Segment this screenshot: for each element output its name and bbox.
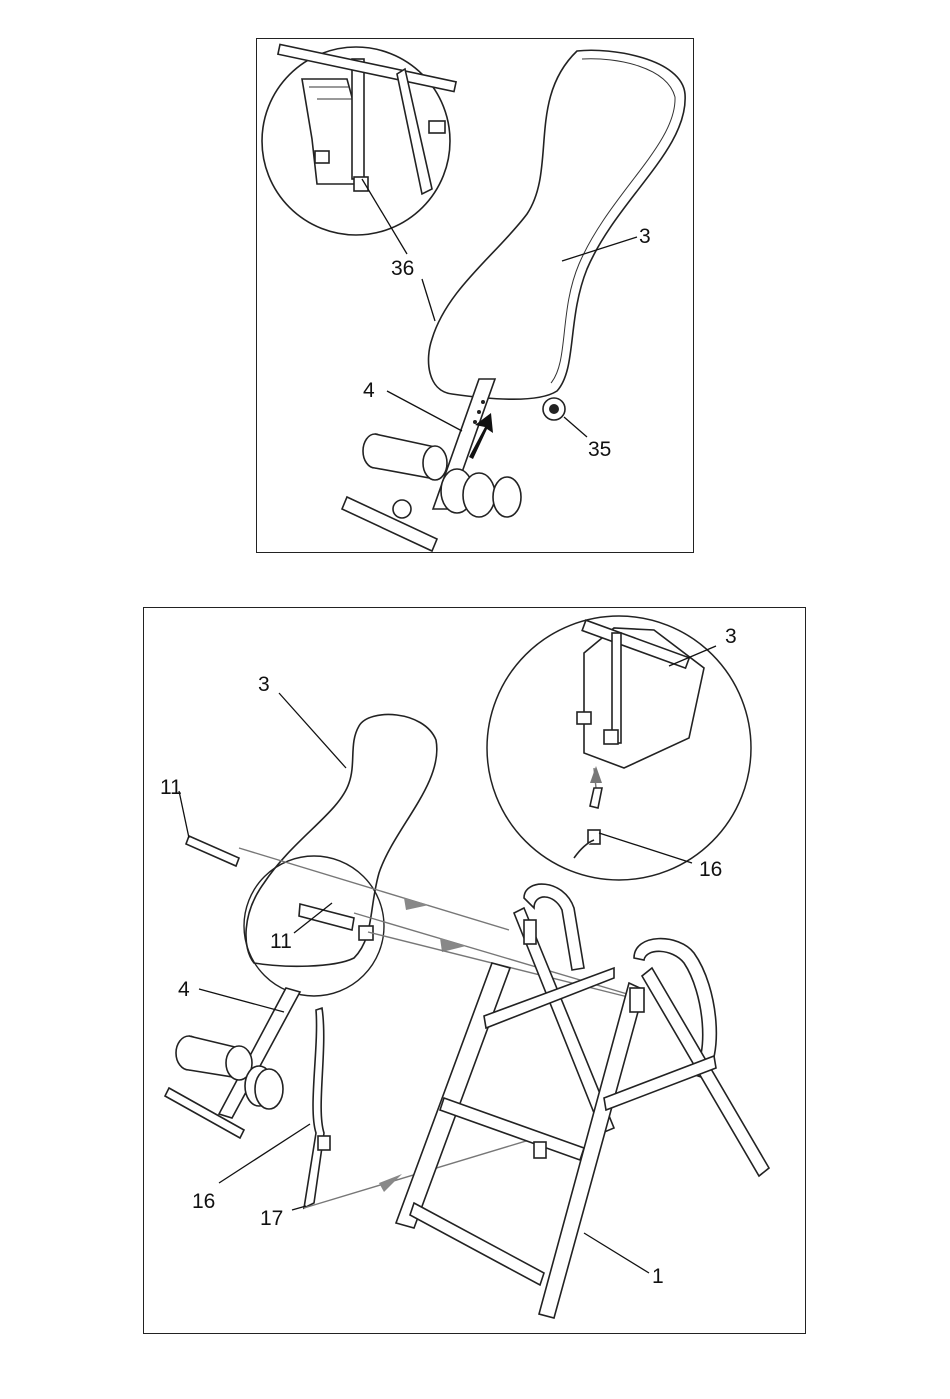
foot-rollers <box>342 434 521 551</box>
top-diagram-drawing: 3 4 36 35 <box>257 39 695 554</box>
callout-3-detail: 3 <box>725 625 737 648</box>
strap-16 <box>304 1008 324 1208</box>
callout-4: 4 <box>178 978 190 1001</box>
callout-11-upper: 11 <box>160 776 182 799</box>
callout-11-lower: 11 <box>270 930 292 953</box>
callout-16-detail: 16 <box>699 858 722 881</box>
bottom-diagram-panel: 3 3 11 11 4 16 16 17 1 <box>143 607 806 1334</box>
callout-17: 17 <box>260 1207 283 1230</box>
callout-3: 3 <box>639 225 651 248</box>
callout-3: 3 <box>258 673 270 696</box>
top-diagram-panel: 3 4 36 35 <box>256 38 694 553</box>
callout-16: 16 <box>192 1190 215 1213</box>
bottom-diagram-drawing: 3 3 11 11 4 16 16 17 1 <box>144 608 807 1335</box>
callout-35: 35 <box>588 438 611 461</box>
knob-35 <box>543 398 565 420</box>
callout-36: 36 <box>391 257 414 280</box>
callout-4: 4 <box>363 379 375 402</box>
callout-1: 1 <box>652 1265 664 1288</box>
